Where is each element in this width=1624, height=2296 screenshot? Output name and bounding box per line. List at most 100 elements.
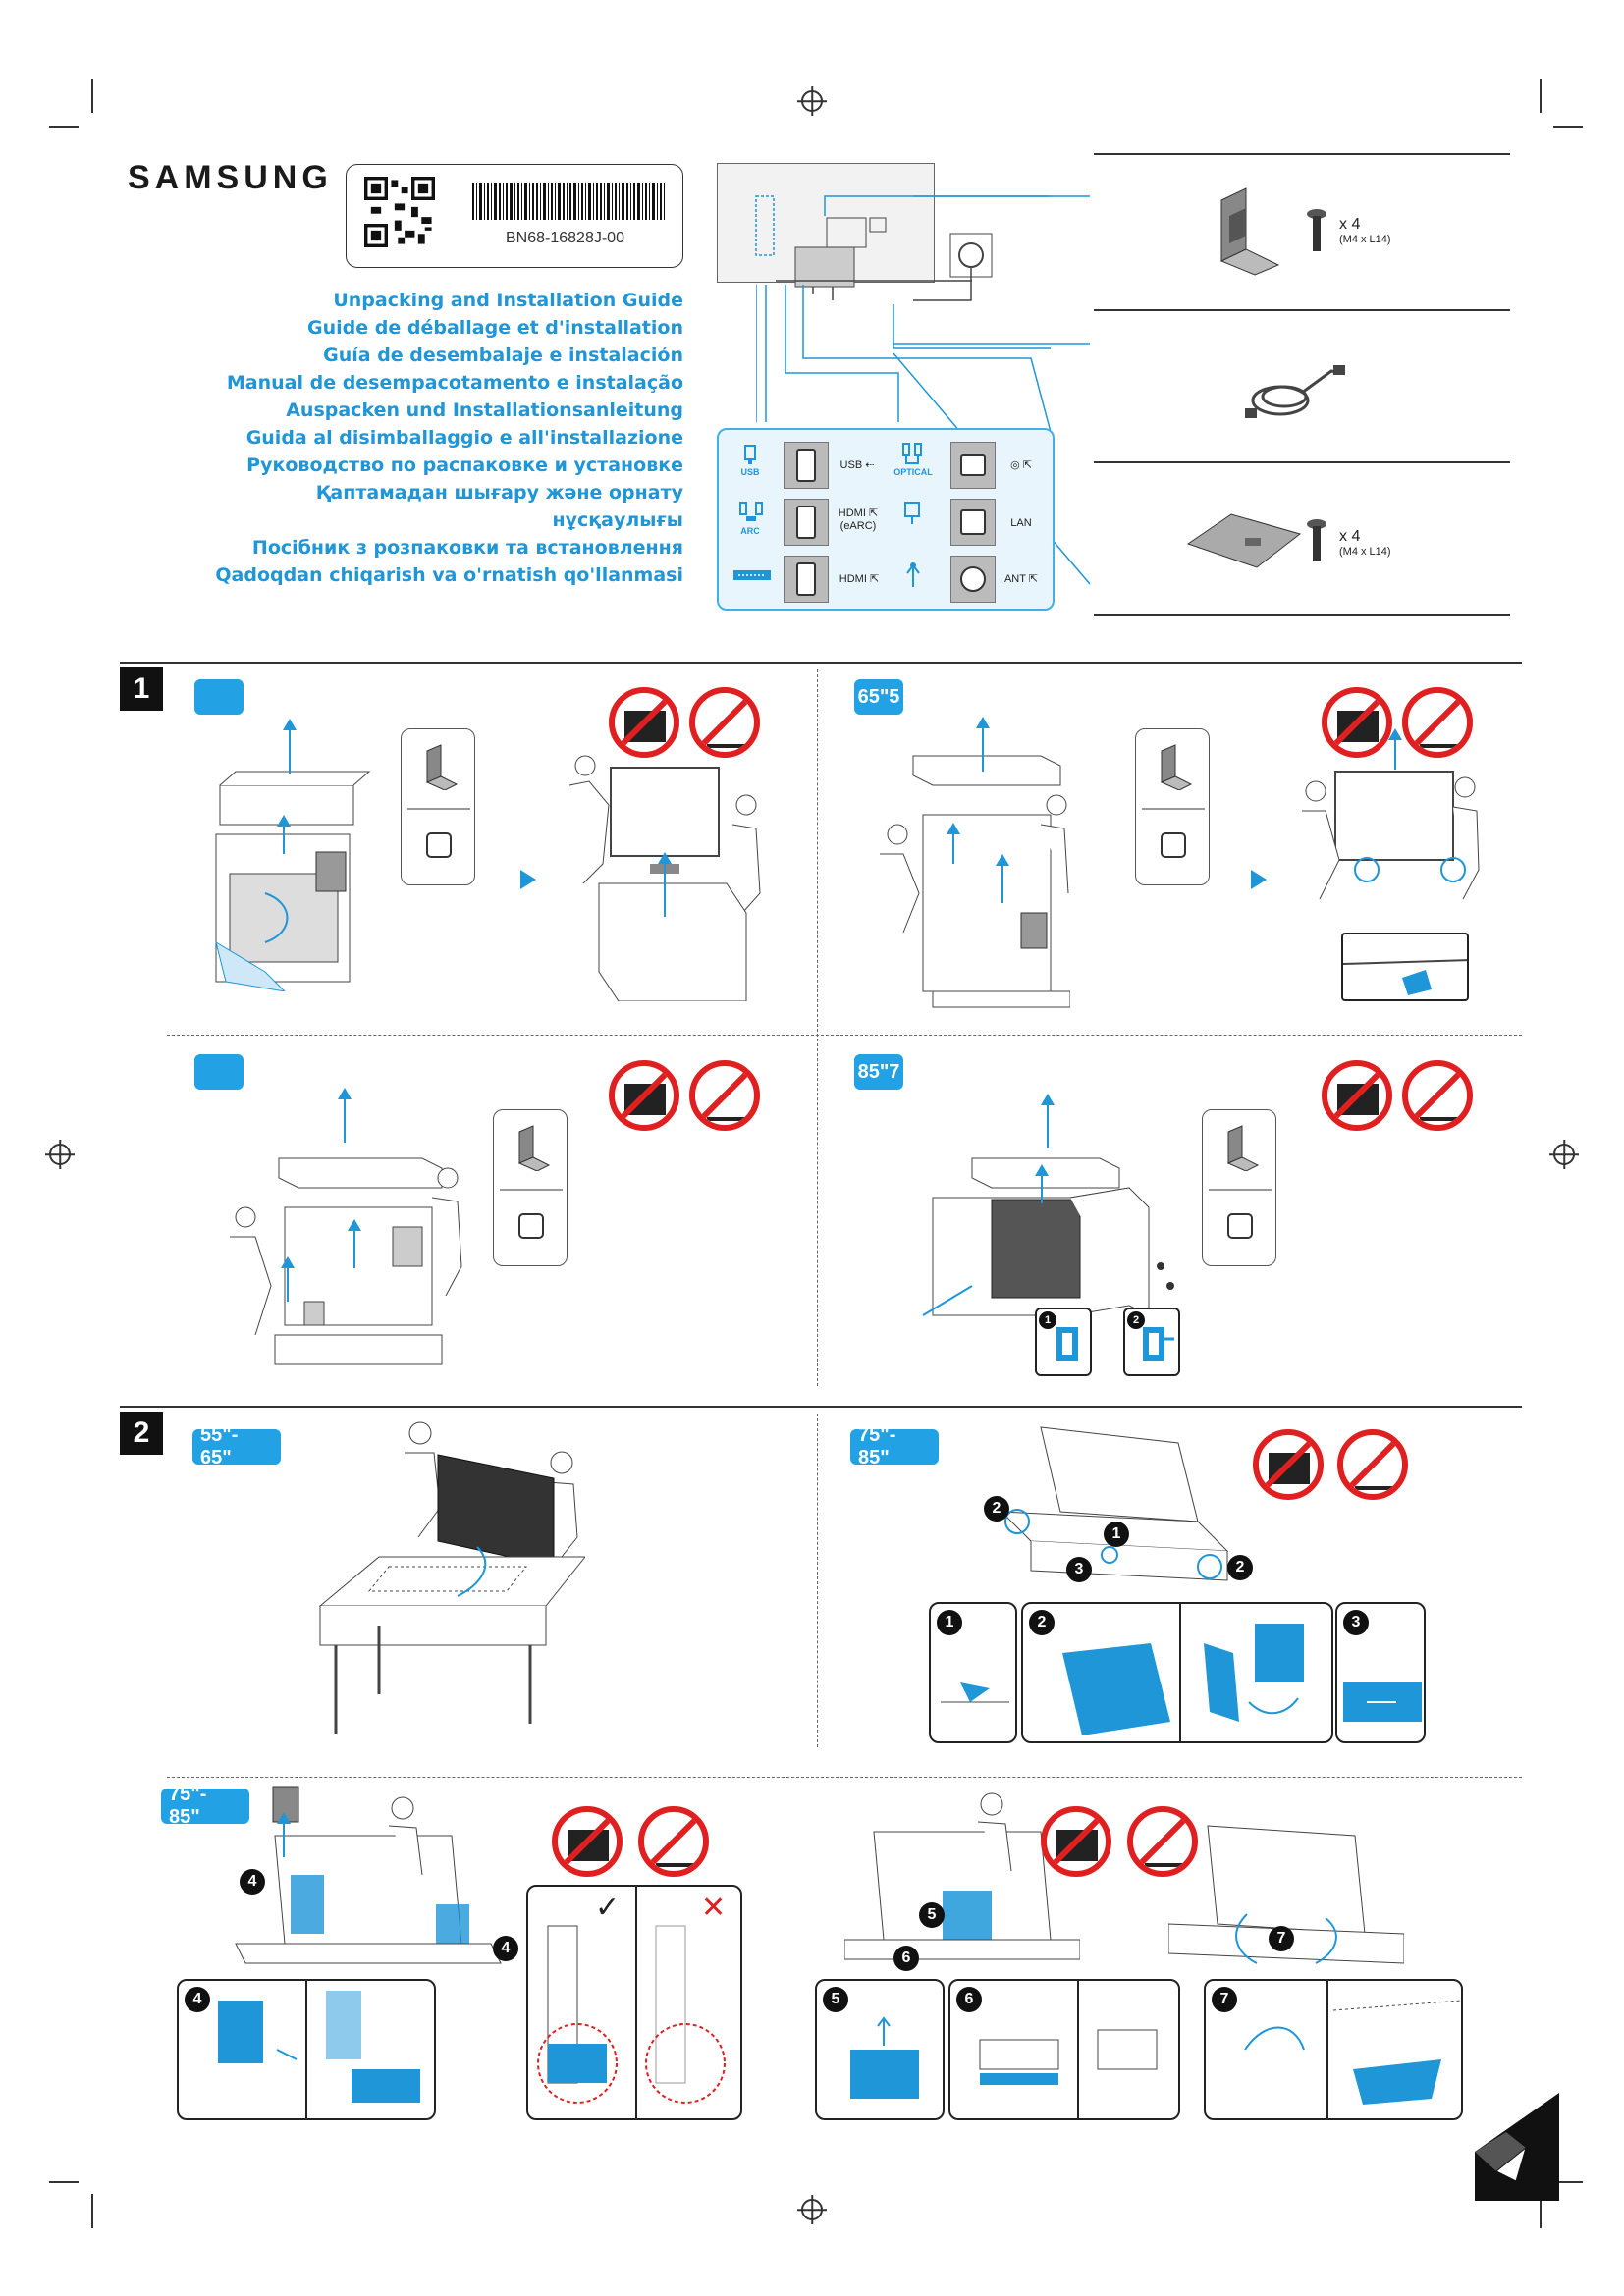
no-press-screen-icon bbox=[1402, 1060, 1473, 1131]
callout-7: 7 bbox=[1269, 1926, 1294, 1951]
lift-arrow bbox=[348, 1219, 361, 1268]
registration-mark-icon bbox=[1553, 1144, 1575, 1165]
stand-base-icon bbox=[1161, 832, 1186, 858]
step-2-badge: 2 bbox=[120, 1412, 163, 1455]
callout-4: 4 bbox=[240, 1869, 265, 1895]
clip-detail-inset: 2 bbox=[1123, 1308, 1180, 1376]
ant-port bbox=[950, 556, 996, 603]
lift-arrow bbox=[1041, 1094, 1055, 1148]
lift-arrow bbox=[283, 719, 297, 774]
no-press-screen-icon bbox=[609, 1060, 679, 1131]
usb-port-label: USB ⇠ bbox=[839, 458, 875, 471]
hdmi-port-label: HDMI ⇱ bbox=[839, 572, 880, 585]
barcode-icon bbox=[472, 183, 665, 220]
no-press-screen-icon bbox=[1253, 1429, 1324, 1500]
parts-inset-divider bbox=[407, 808, 470, 810]
title-it: Guida al disimballaggio e all'installazi… bbox=[245, 427, 683, 449]
remove-packaging-illustration bbox=[235, 1796, 502, 1964]
size-tag: 75"- 85" bbox=[850, 1424, 939, 1468]
detail-inset bbox=[1341, 933, 1469, 1001]
section-divider bbox=[817, 1414, 818, 1747]
title-uz: Qadoqdan chiqarish va o'rnatish qo'llanm… bbox=[215, 564, 683, 586]
section-divider bbox=[167, 1777, 1522, 1778]
registration-mark-icon bbox=[49, 1144, 71, 1165]
step-inset-3: 3 bbox=[1335, 1602, 1426, 1743]
base-qty: x 4 bbox=[1339, 528, 1361, 545]
part-code: BN68-16828J-00 bbox=[506, 230, 624, 246]
stand-base-icon bbox=[1186, 513, 1302, 568]
step-inset-4: 4 bbox=[177, 1979, 436, 2120]
optical-port-label: ◎ ⇱ bbox=[1010, 458, 1032, 471]
accessory-divider bbox=[1094, 461, 1510, 463]
size-tag: 55"- 65" bbox=[192, 1424, 281, 1468]
title-pt: Manual de desempacotamento e instalação bbox=[226, 372, 683, 394]
remove-packaging-illustration bbox=[844, 1792, 1080, 1960]
crop-mark bbox=[91, 2194, 93, 2228]
lift-arrow bbox=[277, 815, 291, 854]
port-panel: USB USB ⇠ OPTICAL ◎ ⇱ ARC HDMI ⇱ (eARC) … bbox=[717, 428, 1055, 611]
lan-port-label: LAN bbox=[1010, 517, 1032, 529]
stand-bracket-icon bbox=[425, 744, 459, 790]
step-inset-5: 5 bbox=[815, 1979, 945, 2120]
callout-7: 7 bbox=[1212, 1987, 1237, 2012]
callout-2: 2 bbox=[1227, 1555, 1253, 1580]
no-tool-icon bbox=[638, 1806, 709, 1877]
arc-icon-label: ARC bbox=[740, 526, 760, 536]
fold-packaging-illustration bbox=[1168, 1825, 1404, 1964]
size-tag bbox=[194, 1054, 244, 1090]
hdmi-earc-port bbox=[784, 499, 829, 546]
incorrect-mark-icon: ✕ bbox=[701, 1892, 727, 1924]
parts-inset bbox=[1135, 728, 1210, 885]
step-inset-6: 6 bbox=[948, 1979, 1180, 2120]
parts-inset bbox=[1202, 1109, 1276, 1266]
lift-arrow bbox=[277, 1812, 291, 1857]
accessory-divider bbox=[1094, 153, 1510, 155]
stand-qty: x 4 bbox=[1339, 216, 1361, 233]
title-kk: Қаптамадан шығару және орнату нұсқаулығы bbox=[315, 482, 683, 531]
usb-icon bbox=[744, 445, 756, 464]
parts-inset-divider bbox=[1209, 1189, 1272, 1191]
callout-6: 6 bbox=[893, 1946, 919, 1971]
stand-screw-quantity: x 4 (M4 x L14) bbox=[1339, 216, 1391, 246]
callout-1: 1 bbox=[937, 1610, 962, 1635]
callout-4: 4 bbox=[493, 1936, 518, 1961]
people-lifting-tv-illustration bbox=[1302, 771, 1480, 900]
no-press-screen-icon bbox=[552, 1806, 623, 1877]
antenna-icon bbox=[906, 562, 920, 587]
no-press-screen-icon bbox=[609, 687, 679, 758]
lift-arrow bbox=[658, 852, 672, 917]
power-cable-icon bbox=[1245, 365, 1345, 418]
stand-bracket-icon bbox=[1219, 187, 1280, 276]
screw-icon bbox=[1307, 519, 1326, 561]
hdmi-port bbox=[784, 556, 829, 603]
size-tag: 85"7 bbox=[854, 1054, 903, 1090]
parts-inset bbox=[401, 728, 475, 885]
crop-mark bbox=[1553, 2181, 1583, 2183]
hdmi-earc-label-line1: HDMI ⇱ bbox=[838, 507, 879, 519]
registration-mark-icon bbox=[801, 90, 823, 112]
ant-port-label: ANT ⇱ bbox=[1003, 572, 1039, 585]
registration-mark-icon bbox=[801, 2199, 823, 2220]
step-inset-1: 1 bbox=[929, 1602, 1017, 1743]
correct-mark-icon: ✓ bbox=[595, 1892, 621, 1924]
title-en: Unpacking and Installation Guide bbox=[333, 290, 683, 311]
hdmi-earc-port-label: HDMI ⇱ (eARC) bbox=[829, 501, 888, 540]
base-screw-spec: (M4 x L14) bbox=[1339, 546, 1391, 558]
label-box: BN68-16828J-00 bbox=[346, 164, 683, 268]
no-press-screen-icon bbox=[1041, 1806, 1111, 1877]
stand-base-icon bbox=[426, 832, 452, 858]
stand-base-icon bbox=[1227, 1213, 1253, 1239]
callout-5: 5 bbox=[823, 1987, 848, 2012]
usb-icon-label: USB bbox=[740, 467, 760, 477]
people-lifting-tv-illustration bbox=[568, 755, 761, 1001]
lan-port bbox=[950, 499, 996, 546]
base-screw-quantity: x 4 (M4 x L14) bbox=[1339, 528, 1391, 559]
crop-mark bbox=[49, 126, 79, 128]
crop-mark bbox=[1540, 2194, 1542, 2228]
step-inset-2: 2 bbox=[1021, 1602, 1333, 1743]
unboxing-illustration bbox=[880, 755, 1070, 1008]
no-press-screen-icon bbox=[1402, 687, 1473, 758]
callout-4: 4 bbox=[185, 1987, 210, 2012]
next-arrow-icon bbox=[1251, 870, 1267, 889]
callout-2: 2 bbox=[1029, 1610, 1055, 1635]
